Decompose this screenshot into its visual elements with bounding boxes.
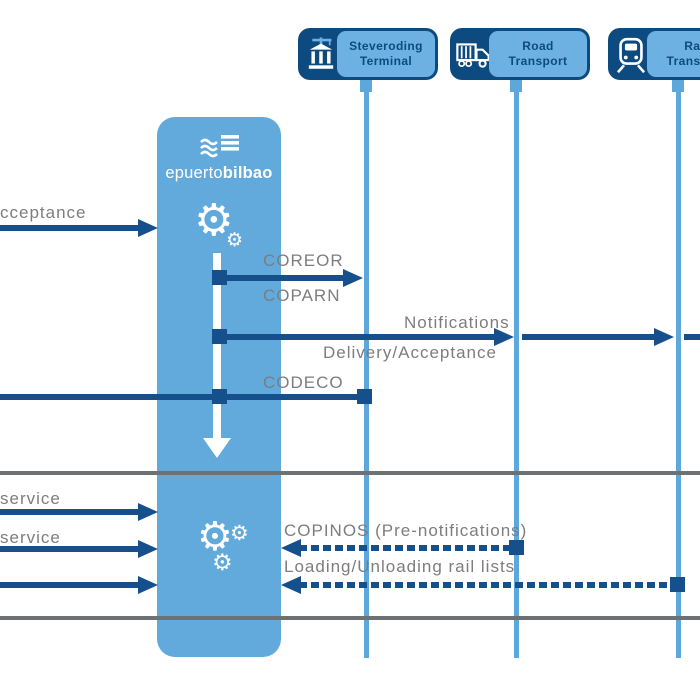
terminal-building-crane-icon xyxy=(298,28,343,80)
node-copinos-road xyxy=(509,540,524,555)
arrow-copinos-dashed xyxy=(299,545,510,551)
message-label-delivery-acceptance: Delivery/Acceptance xyxy=(323,343,497,362)
waves-bars-logo-icon xyxy=(200,135,239,158)
entity-label-line2: Terminal xyxy=(359,54,413,68)
arrowhead-acceptance xyxy=(138,219,158,237)
entity-label-line2: Transport xyxy=(666,54,700,68)
arrow-rail-lists-dashed xyxy=(299,582,672,588)
arrow-service-1 xyxy=(0,509,140,515)
node-rail-lists-rail xyxy=(670,577,685,592)
gears-cluster-icon: ⚙ xyxy=(197,515,233,559)
message-label-codeco: CODECO xyxy=(263,373,344,392)
entity-steveroding-terminal: Steveroding Terminal xyxy=(298,28,438,80)
truck-icon xyxy=(450,28,495,80)
logo-bold: bilbao xyxy=(222,164,273,182)
logo-wordmark: epuertobilbao xyxy=(165,164,272,182)
entity-rail-transport: Rail Transport xyxy=(608,28,700,80)
rail-lifeline xyxy=(676,88,681,658)
message-label-acceptance: cceptance xyxy=(0,203,87,222)
entity-label-line2: Transport xyxy=(508,54,568,68)
arrow-notifications-2 xyxy=(522,334,654,340)
message-label-service-1: service xyxy=(0,489,61,508)
message-label-rail-lists: Loading/Unloading rail lists xyxy=(284,557,516,576)
road-lifeline xyxy=(514,88,519,658)
arrowhead-copinos xyxy=(281,539,301,557)
entity-label-line1: Rail xyxy=(684,39,700,53)
node-notifications xyxy=(212,329,227,344)
node-coreor xyxy=(212,270,227,285)
terminal-lifeline xyxy=(364,88,369,658)
arrow-service-2 xyxy=(0,546,140,552)
hub-lifeline xyxy=(213,253,221,439)
separator-top xyxy=(0,471,700,475)
message-label-coparn: COPARN xyxy=(263,286,341,305)
gears-icon-small: ⚙ xyxy=(226,230,244,251)
message-label-service-2: service xyxy=(0,528,61,547)
arrow-notifications-3 xyxy=(684,334,700,340)
arrow-notifications-1 xyxy=(219,334,494,340)
message-label-copinos: COPINOS (Pre-notifications) xyxy=(284,521,528,540)
line-codeco xyxy=(0,394,366,400)
entity-label-line1: Road xyxy=(522,39,554,53)
logo-regular: epuerto xyxy=(165,164,223,182)
arrowhead-notifications-2 xyxy=(654,328,674,346)
arrowhead-notifications-1 xyxy=(494,328,514,346)
entity-label: Steveroding Terminal xyxy=(337,31,435,77)
arrowhead-service-1 xyxy=(138,503,158,521)
node-codeco-terminal xyxy=(357,389,372,404)
entity-label: Road Transport xyxy=(489,31,587,77)
gears-cluster-icon-small: ⚙ xyxy=(230,522,249,545)
arrowhead-service-3 xyxy=(138,576,158,594)
train-icon xyxy=(608,28,653,80)
epuertobilbao-logo: epuertobilbao xyxy=(157,130,281,183)
message-label-notifications: Notifications xyxy=(404,313,510,332)
arrowhead-service-2 xyxy=(138,540,158,558)
gears-icon: ⚙ xyxy=(194,196,234,245)
arrow-service-3 xyxy=(0,582,140,588)
hub-down-arrow-icon xyxy=(203,438,231,458)
arrow-acceptance xyxy=(0,225,140,231)
arrowhead-coreor xyxy=(343,269,363,287)
arrowhead-rail-lists xyxy=(281,576,301,594)
gears-cluster-icon-lower: ⚙ xyxy=(212,549,233,575)
node-codeco-hub xyxy=(212,389,227,404)
entity-road-transport: Road Transport xyxy=(450,28,590,80)
entity-label: Rail Transport xyxy=(647,31,700,77)
message-label-coreor: COREOR xyxy=(263,251,344,270)
separator-bottom xyxy=(0,616,700,620)
entity-label-line1: Steveroding xyxy=(349,39,423,53)
arrow-coreor xyxy=(219,275,345,281)
